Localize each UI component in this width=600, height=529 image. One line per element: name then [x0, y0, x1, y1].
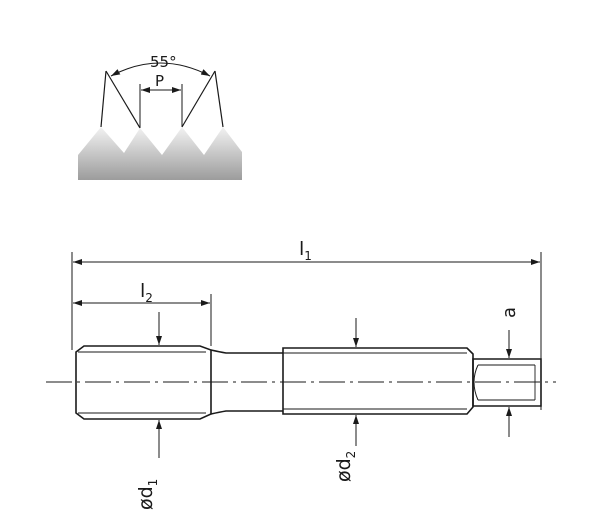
thread-section-outline	[75, 345, 212, 420]
angle-label: 55°	[150, 53, 177, 71]
pitch-label: P	[155, 72, 164, 90]
flank-line-right-inner	[181, 70, 216, 128]
l2-label: l2	[140, 280, 153, 305]
flank-line-left-outer	[100, 70, 107, 128]
d2-label: ød2	[333, 451, 358, 482]
flank-line-right-outer	[214, 70, 224, 128]
square-size-dimension: a	[499, 307, 520, 437]
thread-profile-detail: 55° P	[78, 53, 242, 180]
l1-label: l1	[299, 238, 312, 263]
d1-label: ød1	[135, 479, 160, 510]
tap-body	[46, 345, 556, 420]
a-label: a	[499, 307, 520, 318]
shank-diameter-dimension: ød2	[333, 318, 359, 482]
shank-outline	[282, 347, 474, 415]
nominal-diameter-dimension: ød1	[135, 312, 162, 510]
angle-arc	[110, 62, 211, 77]
thread-length-dimension: l2	[73, 280, 212, 346]
neck-outline	[210, 349, 283, 415]
square-transition-curve	[473, 364, 479, 401]
flank-line-left-inner	[105, 70, 141, 129]
total-length-dimension: l1	[71, 238, 542, 410]
thread-profile-teeth	[78, 127, 242, 180]
square-drive-outline	[472, 358, 542, 407]
